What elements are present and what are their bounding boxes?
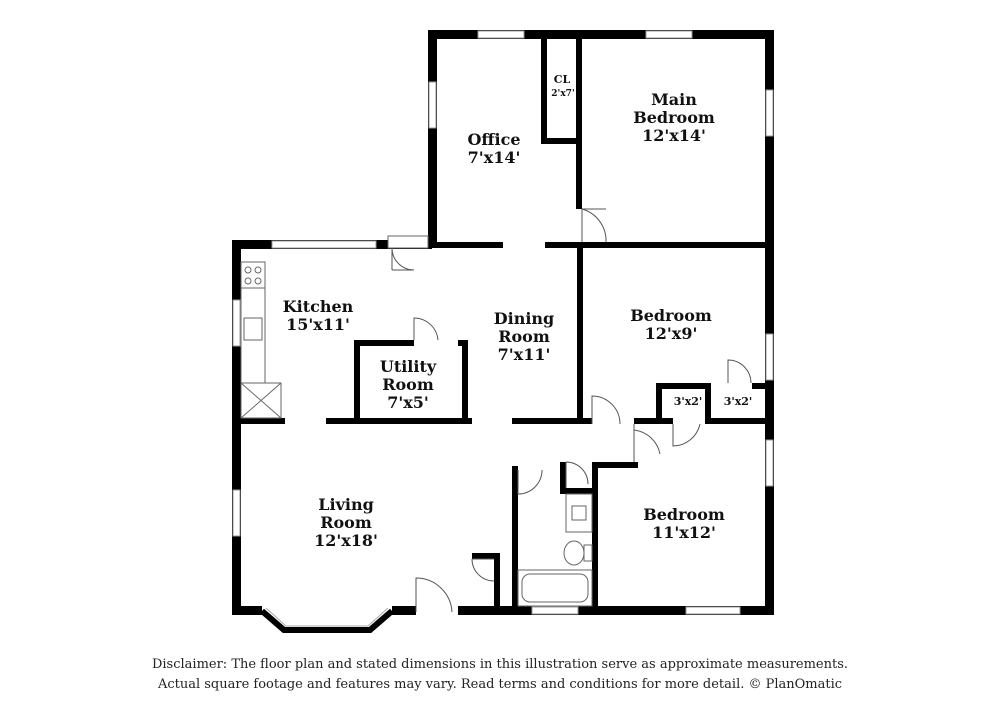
dining-size: 7'x11' [498, 345, 551, 364]
bedroom2-size: 12'x9' [645, 324, 698, 343]
fixtures [240, 261, 593, 607]
doors [387, 208, 752, 613]
utility-name-1: Utility [380, 357, 437, 376]
closet-b-size: 3'x2' [724, 395, 753, 408]
bedroom3-name: Bedroom [643, 505, 725, 524]
closet-a-size: 3'x2' [674, 395, 703, 408]
main-bedroom-name-2: Bedroom [633, 108, 715, 127]
utility-size: 7'x5' [387, 393, 429, 412]
bedroom2-name: Bedroom [630, 306, 712, 325]
kitchen-size: 15'x11' [286, 315, 350, 334]
toilet-icon [563, 540, 585, 566]
stove-icon [240, 261, 266, 289]
living-name-2: Room [320, 513, 372, 532]
office-name: Office [467, 130, 520, 149]
windows [232, 30, 774, 633]
disclaimer-line-2: Actual square footage and features may v… [157, 677, 843, 692]
room-labels: Office 7'x14' Main Bedroom 12'x14' CL 2'… [283, 73, 753, 550]
disclaimer-line-1: Disclaimer: The floor plan and stated di… [151, 657, 849, 672]
closet-name: CL [554, 73, 571, 86]
main-bedroom-name-1: Main [651, 90, 697, 109]
utility-name-2: Room [382, 375, 434, 394]
living-size: 12'x18' [314, 531, 378, 550]
office-size: 7'x14' [468, 148, 521, 167]
kitchen-name: Kitchen [283, 297, 354, 316]
main-bedroom-size: 12'x14' [642, 126, 706, 145]
sink-icon [243, 317, 263, 341]
living-name-1: Living [318, 495, 374, 514]
dining-name-2: Room [498, 327, 550, 346]
dining-name-1: Dining [494, 309, 554, 328]
bedroom3-size: 11'x12' [652, 523, 716, 542]
closet-size: 2'x7' [551, 89, 574, 99]
